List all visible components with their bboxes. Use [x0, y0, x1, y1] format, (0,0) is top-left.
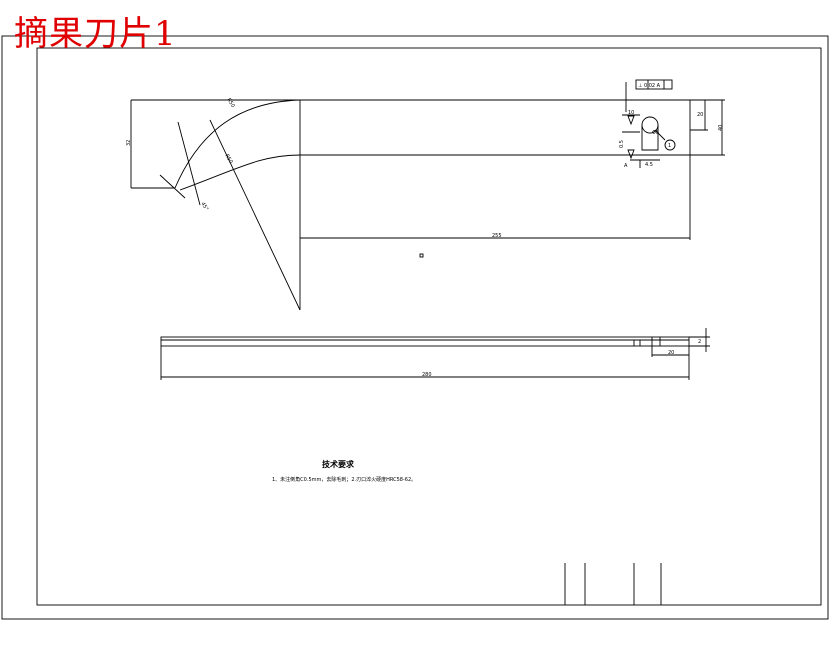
dim-side-offset: 20	[668, 350, 674, 356]
tech-requirements-note: 1、未注倒角C0.5mm，去除毛刺；2.刃口淬火硬度HRC58-62。	[272, 476, 416, 483]
inner-frame	[36, 47, 822, 606]
dim-right-inner: 20	[697, 112, 703, 118]
dim-side-length: 280	[422, 372, 432, 378]
tolerance-frame	[635, 79, 673, 90]
dim-slot-width: 4.5	[645, 162, 653, 168]
dim-left-height: 32	[126, 140, 132, 146]
dim-chamfer: 0.5	[619, 140, 625, 148]
blade-top-view	[130, 99, 725, 311]
title-block	[564, 563, 662, 605]
dim-overall-length: 255	[492, 233, 502, 239]
blade-side-view	[160, 328, 710, 380]
outer-frame	[1, 35, 829, 620]
detail-balloon	[664, 139, 676, 151]
hole-feature	[622, 82, 676, 168]
tolerance-frame-text: ⊥ 0.02 A	[638, 83, 661, 89]
page-title: 摘果刀片1	[14, 14, 177, 54]
dim-arc-bottom: R50	[224, 153, 234, 165]
dim-side-thick: 2	[698, 339, 701, 345]
tech-requirements-title: 技术要求	[322, 459, 355, 469]
dim-angle: 45°	[200, 201, 210, 212]
dim-right-outer: 40	[718, 125, 724, 131]
dim-hole-dia: Φ8	[652, 130, 659, 136]
datum-label: A	[624, 163, 628, 169]
dim-hole-pos: 10	[628, 110, 634, 116]
dim-arc-top: R50	[226, 97, 236, 109]
balloon-label: 1	[668, 143, 671, 149]
